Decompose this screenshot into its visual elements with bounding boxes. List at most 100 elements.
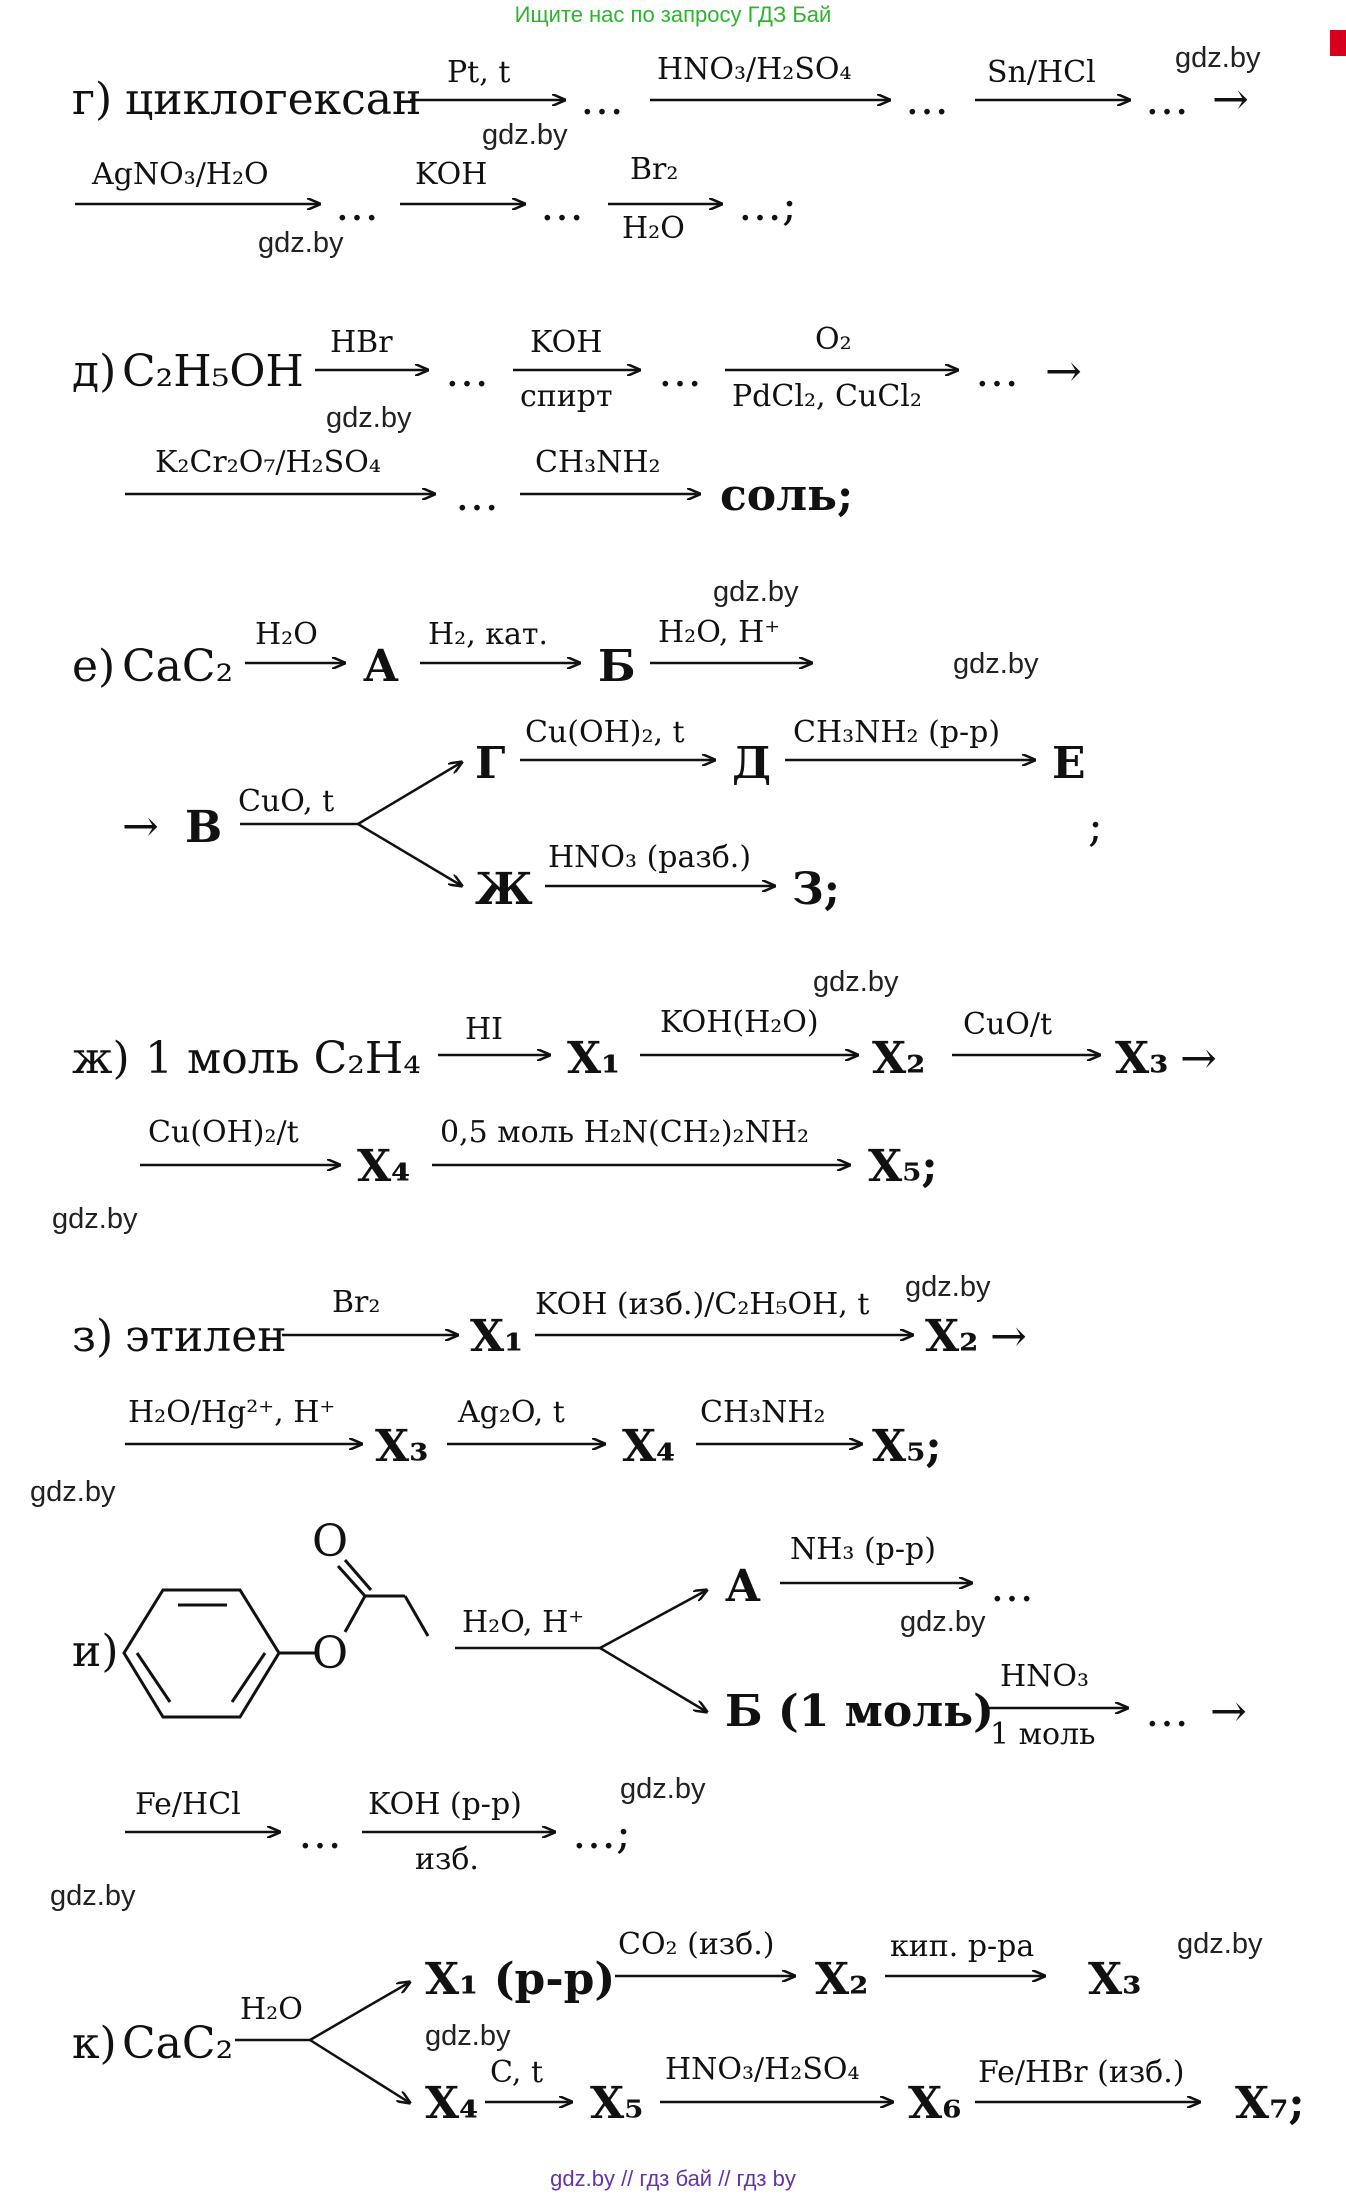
condition-d2b: спирт [520,379,613,414]
condition-e3: H₂O, H⁺ [658,615,781,650]
ellipsis-d3: … [975,346,1019,397]
condition-zh3: CuO/t [963,1007,1053,1042]
condition-z4: Ag₂O, t [458,1395,565,1430]
ellipsis-g1: … [580,74,624,125]
condition-i2: NH₃ (р-р) [790,1532,936,1567]
watermark: gdz.by [52,1203,138,1235]
reagent-ethylene: этилен [125,1311,287,1362]
condition-g6b: H₂O [622,211,685,246]
product-k-X3: X₃ [1088,1954,1142,2005]
watermark: gdz.by [953,648,1039,680]
atom-ester-oxygen: O [312,1628,349,1679]
condition-e6: CH₃NH₂ (р-р) [793,715,1001,750]
watermark: gdz.by [713,576,799,608]
condition-e5: Cu(OH)₂, t [525,715,685,750]
reagent-cyclohexane: циклогексан [125,74,422,125]
product-zh-X4: X₄ [357,1141,411,1192]
ellipsis-i1: … [990,1561,1034,1612]
product-z-X4: X₄ [622,1421,676,1472]
arrow-i1-down [599,1646,707,1712]
product-salt: соль; [720,470,854,521]
ellipsis-g2: … [905,74,949,125]
label-i: и) [72,1626,119,1677]
watermark: gdz.by [482,119,568,151]
condition-i3a: HNO₃ [1000,1659,1090,1694]
watermark: gdz.by [1175,42,1261,74]
product-z-X1: X₁ [470,1311,524,1362]
condition-i5b: изб. [415,1842,479,1877]
arrow-i-continue: → [1210,1686,1247,1737]
product-e-E: Е [1052,738,1086,789]
ellipsis-d2: … [658,346,702,397]
condition-g4: AgNO₃/H₂O [92,157,269,192]
watermark: gdz.by [620,1773,706,1805]
product-e-Zh: Ж [475,864,533,915]
arrow-e4-down [357,822,462,886]
condition-d3a: O₂ [815,322,852,357]
condition-zh1: HI [465,1012,504,1047]
ellipsis-d4: … [455,470,499,521]
watermark: gdz.by [900,1606,986,1638]
product-e-A: А [363,641,399,692]
semicolon-e: ; [1088,801,1103,852]
condition-k1: H₂O [240,1992,303,2027]
condition-e2: H₂, кат. [428,617,549,652]
condition-d1: HBr [330,325,393,360]
watermark: gdz.by [905,1271,991,1303]
condition-e1: H₂O [255,617,318,652]
condition-e4: CuO, t [238,784,335,819]
product-k-X6: X₆ [908,2078,962,2129]
reagent-calcium-carbide-e: CaC₂ [122,641,234,692]
product-g-end: …; [738,180,797,231]
product-zh-X5: X₅; [868,1141,938,1192]
label-zh: ж) [72,1033,130,1084]
arrow-z-continue: → [990,1311,1027,1362]
watermark: gdz.by [1177,1928,1263,1960]
ellipsis-i3: … [298,1808,342,1859]
watermark: gdz.by [30,1476,116,1508]
condition-z5: CH₃NH₂ [700,1395,826,1430]
condition-d4: K₂Cr₂O₇/H₂SO₄ [155,445,381,480]
condition-d2a: KOH [530,325,603,360]
ellipsis-g3: … [1145,74,1189,125]
ellipsis-g4: … [335,180,379,231]
condition-i1: H₂O, H⁺ [462,1605,585,1640]
condition-z1: Br₂ [332,1285,381,1320]
condition-k3: кип. р-ра [890,1929,1035,1964]
reagent-calcium-carbide-k: CaC₂ [122,2018,234,2069]
product-i-end: …; [572,1808,631,1859]
product-e-D: Д [732,738,772,789]
product-z-X2: X₂ [925,1311,979,1362]
product-k-X1: X₁ (р-р) [425,1954,616,2005]
arrow-e4-up [357,762,462,826]
site-footer[interactable]: gdz.by // гдз бай // гдз by [550,2166,796,2191]
arrow-k1-down [309,2038,410,2103]
label-z: з) [72,1311,114,1362]
arrow-d-continue: → [1045,346,1082,397]
arrow-i1-up [599,1590,707,1650]
product-i-A: А [725,1561,761,1612]
search-hint-header[interactable]: Ищите нас по запросу ГДЗ Бай [514,2,832,27]
condition-d5: CH₃NH₂ [535,445,661,480]
condition-k4: C, t [490,2055,544,2090]
condition-k5: HNO₃/H₂SO₄ [665,2052,860,2087]
product-e-G: Г [475,738,506,789]
watermark: gdz.by [425,2020,511,2052]
product-e-V: В [185,802,223,853]
condition-k2: CO₂ (изб.) [618,1927,775,1962]
product-k-X2: X₂ [815,1954,869,2005]
condition-zh2: KOH(H₂O) [660,1005,819,1040]
product-k-X7: X₇; [1235,2078,1305,2129]
bookmark-marker [1330,30,1346,56]
product-k-X5: X₅ [590,2078,644,2129]
condition-zh4: Cu(OH)₂/t [148,1115,299,1150]
condition-i5a: KOH (р-р) [368,1787,522,1822]
product-z-X5: X₅; [872,1421,942,1472]
phenyl-propanoate-structure [122,1559,430,1719]
watermark: gdz.by [326,402,412,434]
condition-g3: Sn/HCl [987,55,1096,90]
product-z-X3: X₃ [375,1421,429,1472]
product-i-B: Б (1 моль) [725,1686,994,1737]
reagent-ethene-1mol: 1 моль C₂H₄ [145,1033,421,1084]
